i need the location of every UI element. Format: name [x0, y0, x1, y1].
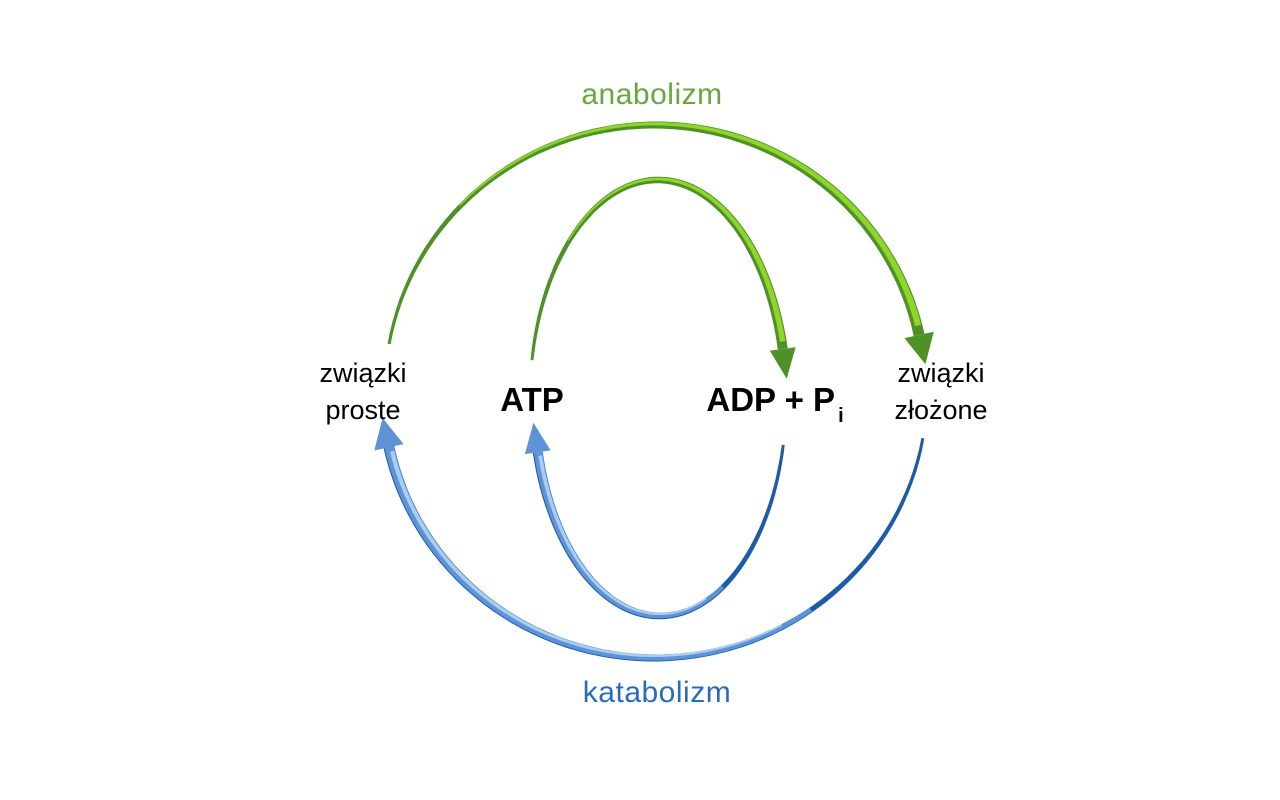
anabolism-inner-arc	[530, 176, 788, 361]
catabolism-outer-arrowhead	[374, 418, 404, 451]
catabolism-outer-arc	[383, 437, 925, 662]
node-simple-compounds: związki proste	[273, 355, 453, 429]
catabolism-outer-arc-highlight	[390, 450, 783, 657]
catabolism-outer-arc-mid	[384, 446, 813, 661]
node-adp-text: ADP + P	[706, 381, 836, 418]
catabolism-inner-arc-mid	[533, 451, 725, 619]
anabolism-label: anabolizm	[581, 78, 723, 111]
catabolism-inner-arc	[532, 444, 785, 620]
node-adp-subscript: i	[838, 405, 844, 427]
anabolism-inner-arrowhead	[769, 347, 796, 379]
catabolism-outer-arrow	[374, 418, 925, 662]
catabolism-inner-arrowhead	[524, 422, 551, 455]
catabolism-inner-arc-highlight	[538, 455, 707, 615]
node-atp: ATP	[500, 381, 564, 418]
anabolism-outer-arc	[387, 121, 925, 345]
node-simple-compounds-line2: proste	[325, 395, 401, 425]
node-complex-compounds-line1: związki	[897, 358, 985, 388]
node-complex-compounds: związki złożone	[851, 355, 1031, 429]
catabolism-inner-arrow	[524, 422, 785, 620]
node-simple-compounds-line1: związki	[319, 358, 407, 388]
anabolism-inner-arc-highlight	[567, 177, 786, 342]
node-complex-compounds-line2: złożone	[894, 395, 988, 425]
anabolism-inner-arrow	[530, 176, 796, 379]
anabolism-outer-arrow	[387, 121, 934, 365]
anabolism-outer-arrowhead	[904, 331, 934, 365]
catabolism-label: katabolizm	[582, 676, 732, 709]
